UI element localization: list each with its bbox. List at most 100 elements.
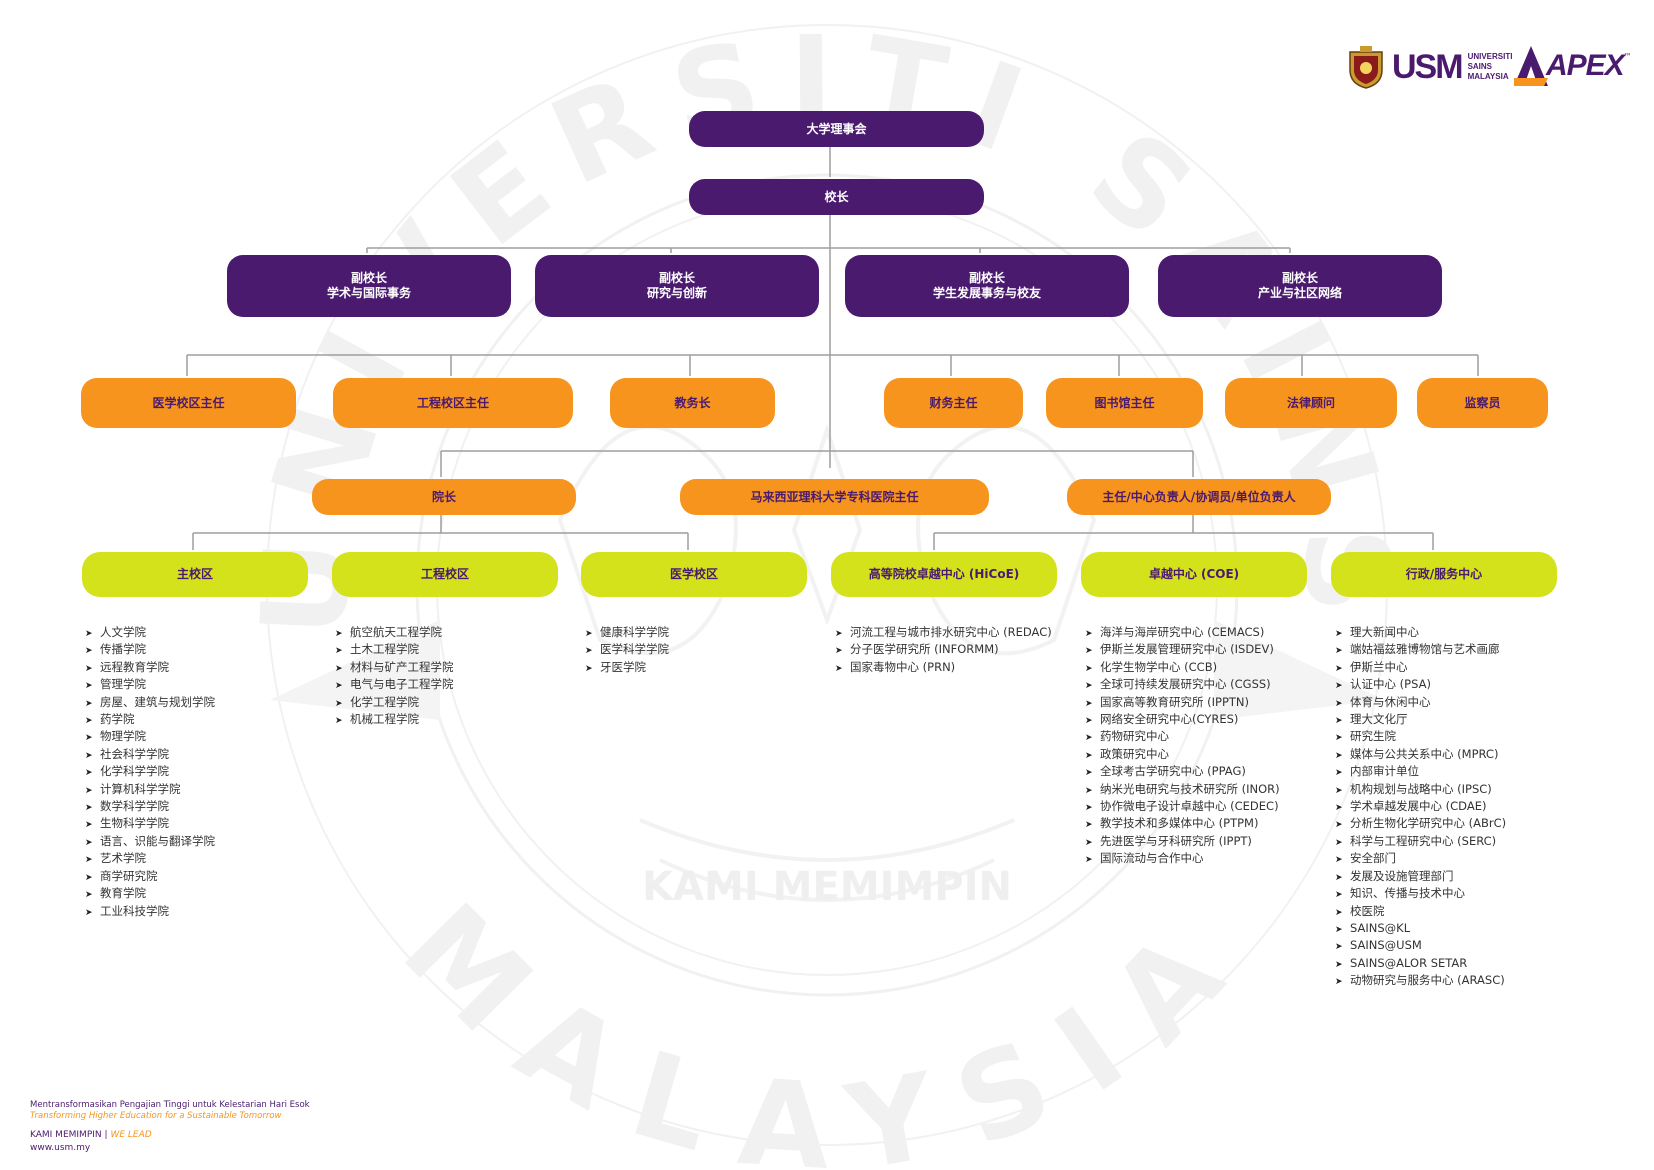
list-item-text: 物理学院 xyxy=(100,729,146,744)
bullet-arrow-icon: ➤ xyxy=(335,716,343,727)
list-item-text: 理大新闻中心 xyxy=(1350,625,1419,639)
board-label: 大学理事会 xyxy=(806,121,867,136)
bullet-arrow-icon: ➤ xyxy=(585,646,593,657)
bullet-arrow-icon: ➤ xyxy=(1335,924,1343,935)
bullet-arrow-icon: ➤ xyxy=(1335,629,1343,639)
list-item: ➤安全部门 xyxy=(1335,851,1506,868)
list-item-text: 政策研究中心 xyxy=(1100,746,1169,761)
list-item: ➤人文学院 xyxy=(85,625,215,642)
bullet-arrow-icon: ➤ xyxy=(835,646,843,657)
bullet-arrow-icon: ➤ xyxy=(85,872,93,883)
officer-label: 财务主任 xyxy=(929,395,978,410)
group-main-campus: 主校区 xyxy=(82,552,308,597)
list-item: ➤社会科学学院 xyxy=(85,747,215,764)
list-item: ➤认证中心 (PSA) xyxy=(1335,677,1506,694)
engineering-campus-school-list: ➤航空航天工程学院➤土木工程学院➤材料与矿产工程学院➤电气与电子工程学院➤化学工… xyxy=(335,625,454,729)
group-label: 医学校区 xyxy=(669,567,718,581)
list-item-text: 教学技术和多媒体中心 (PTPM) xyxy=(1100,816,1259,831)
admin-services-list: ➤理大新闻中心➤端姑福兹雅博物馆与艺术画廊➤伊斯兰中心➤认证中心 (PSA)➤体… xyxy=(1335,625,1506,991)
bullet-arrow-icon: ➤ xyxy=(1085,837,1093,848)
bullet-arrow-icon: ➤ xyxy=(85,733,93,744)
list-item-text: 全球考古学研究中心 (PPAG) xyxy=(1100,764,1246,779)
bullet-arrow-icon: ➤ xyxy=(1335,698,1343,709)
deputy-vc-academic-box: 副校长 学术与国际事务 xyxy=(227,255,511,317)
bullet-arrow-icon: ➤ xyxy=(1335,646,1343,657)
officer-label: 医学校区主任 xyxy=(152,395,225,410)
list-item: ➤SAINS@ALOR SETAR xyxy=(1335,956,1506,973)
group-coe: 卓越中心 (COE) xyxy=(1081,552,1307,597)
list-item: ➤药学院 xyxy=(85,712,215,729)
bullet-arrow-icon: ➤ xyxy=(1085,698,1093,709)
list-item: ➤政策研究中心 xyxy=(1085,747,1280,764)
list-item-text: 化学生物学中心 (CCB) xyxy=(1100,659,1218,674)
list-item-text: 河流工程与城市排水研究中心 (REDAC) xyxy=(850,625,1052,639)
officer-legal-adviser: 法律顾问 xyxy=(1225,378,1397,428)
bullet-arrow-icon: ➤ xyxy=(85,663,93,674)
list-item-text: 体育与休闲中心 xyxy=(1350,694,1431,709)
bullet-arrow-icon: ➤ xyxy=(1335,890,1343,901)
bullet-arrow-icon: ➤ xyxy=(1335,820,1343,831)
bullet-arrow-icon: ➤ xyxy=(1335,663,1343,674)
list-item: ➤科学与工程研究中心 (SERC) xyxy=(1335,834,1506,851)
bullet-arrow-icon: ➤ xyxy=(585,663,593,674)
list-item: ➤ 国家高等教育研究所 (IPPTN) xyxy=(1085,695,1280,712)
group-label: 高等院校卓越中心 (HiCoE) xyxy=(868,567,1020,581)
list-item: ➤校医院 xyxy=(1335,904,1506,921)
list-item-text: 艺术学院 xyxy=(100,851,146,866)
list-item: ➤化学科学学院 xyxy=(85,764,215,781)
list-item-text: SAINS@KL xyxy=(1350,920,1411,935)
list-item: ➤语言、识能与翻译学院 xyxy=(85,834,215,851)
list-item: ➤ 先进医学与牙科研究所 (IPPT) xyxy=(1085,834,1280,851)
list-item-text: 国际流动与合作中心 xyxy=(1100,851,1204,866)
footer-motto-ms: KAMI MEMIMPIN xyxy=(30,1130,102,1140)
list-item-text: 药物研究中心 xyxy=(1100,729,1169,744)
list-item-text: 先进医学与牙科研究所 (IPPT) xyxy=(1100,833,1252,848)
list-item: ➤药物研究中心 xyxy=(1085,729,1280,746)
bullet-arrow-icon: ➤ xyxy=(835,629,843,639)
bullet-arrow-icon: ➤ xyxy=(1335,803,1343,814)
bullet-arrow-icon: ➤ xyxy=(1085,768,1093,779)
bullet-arrow-icon: ➤ xyxy=(335,681,343,692)
list-item: ➤国家毒物中心 (PRN) xyxy=(835,660,1052,677)
bullet-arrow-icon: ➤ xyxy=(85,698,93,709)
group-label: 卓越中心 (COE) xyxy=(1148,567,1240,581)
bullet-arrow-icon: ➤ xyxy=(335,646,343,657)
list-item-text: 生物科学学院 xyxy=(100,816,169,831)
usm-sub-line1: UNIVERSITI xyxy=(1467,52,1513,61)
bullet-arrow-icon: ➤ xyxy=(335,698,343,709)
bullet-arrow-icon: ➤ xyxy=(1335,942,1343,953)
bullet-arrow-icon: ➤ xyxy=(1085,681,1093,692)
list-item: ➤数学科学学院 xyxy=(85,799,215,816)
officer-label: 图书馆主任 xyxy=(1094,395,1155,410)
list-item: ➤发展及设施管理部门 xyxy=(1335,869,1506,886)
list-item-text: 土木工程学院 xyxy=(350,642,419,657)
list-item-text: 材料与矿产工程学院 xyxy=(350,659,454,674)
list-item-text: 工业科技学院 xyxy=(100,903,169,918)
list-item: ➤动物研究与服务中心 (ARASC) xyxy=(1335,973,1506,990)
bullet-arrow-icon: ➤ xyxy=(85,890,93,901)
bullet-arrow-icon: ➤ xyxy=(85,803,93,814)
bullet-arrow-icon: ➤ xyxy=(1335,681,1343,692)
list-item-text: 海洋与海岸研究中心 (CEMACS) xyxy=(1100,625,1265,639)
officer-medical-campus-director: 医学校区主任 xyxy=(81,378,296,428)
list-item-text: 化学科学学院 xyxy=(100,764,169,779)
list-item: ➤教育学院 xyxy=(85,886,215,903)
list-item: ➤国际流动与合作中心 xyxy=(1085,851,1280,868)
bullet-arrow-icon: ➤ xyxy=(85,785,93,796)
crest-icon xyxy=(1349,46,1383,89)
list-item: ➤教学技术和多媒体中心 (PTPM) xyxy=(1085,816,1280,833)
board-of-directors-box: 大学理事会 xyxy=(689,111,984,147)
list-item-text: SAINS@ALOR SETAR xyxy=(1350,955,1468,970)
list-item-text: 端姑福兹雅博物馆与艺术画廊 xyxy=(1350,642,1500,657)
deputy-vc-portfolio: 学术与国际事务 xyxy=(326,286,411,300)
officer-label: 教务长 xyxy=(674,395,711,410)
list-item-text: 国家高等教育研究所 (IPPTN) xyxy=(1100,694,1250,709)
list-item-text: 校医院 xyxy=(1350,903,1385,918)
footer-url-link[interactable]: www.usm.my xyxy=(30,1143,91,1153)
apex-triangle-icon xyxy=(1514,46,1548,86)
list-item-text: 理大文化厅 xyxy=(1350,712,1408,727)
bullet-arrow-icon: ➤ xyxy=(85,855,93,866)
officer-librarian: 图书馆主任 xyxy=(1046,378,1203,428)
list-item-text: 商学研究院 xyxy=(100,868,158,883)
bullet-arrow-icon: ➤ xyxy=(335,663,343,674)
